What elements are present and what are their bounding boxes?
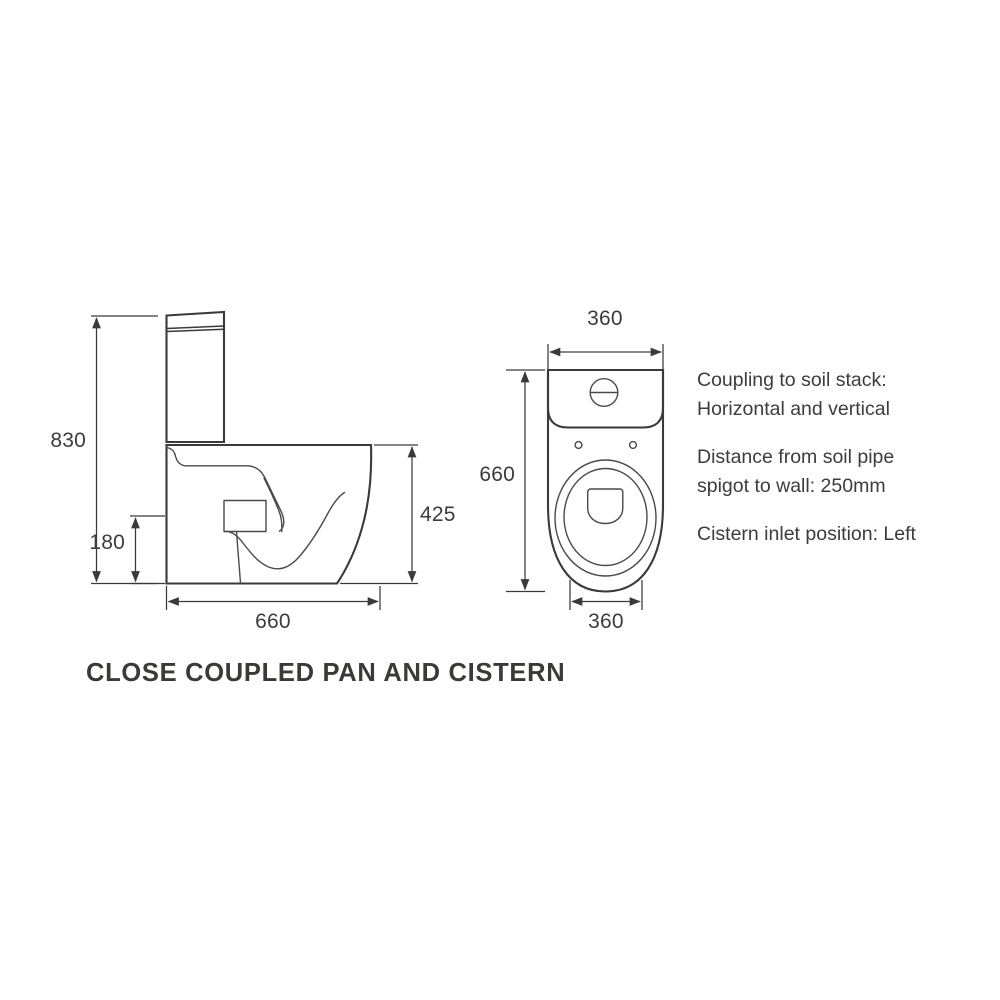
front-pan-outline xyxy=(546,370,665,593)
cistern-body-outline xyxy=(165,310,226,444)
front-elevation-group xyxy=(546,368,665,593)
dim-label-bowl-height: 425 xyxy=(420,503,456,526)
bowl-sump-outline xyxy=(587,488,624,525)
dim-label-overall-height: 830 xyxy=(50,429,86,452)
dim-overall-depth-660: 660 xyxy=(165,586,381,633)
side-elevation-group xyxy=(165,310,373,585)
dim-pan-width-360-bottom: 360 xyxy=(569,580,643,633)
seat-fixing-hole-left-icon xyxy=(574,440,583,450)
dim-overall-height-830: 830 xyxy=(50,315,158,585)
dim-bowl-height-425: 425 xyxy=(340,444,456,585)
dim-label-skirt-height: 180 xyxy=(89,531,125,554)
pan-outlet-spigot-line xyxy=(235,531,242,584)
specification-notes: Coupling to soil stack: Horizontal and v… xyxy=(697,366,982,549)
dim-label-cistern-width: 360 xyxy=(587,307,623,330)
cistern-lid-line xyxy=(166,325,225,330)
drawing-title: CLOSE COUPLED PAN AND CISTERN xyxy=(86,659,566,687)
dim-skirt-height-180: 180 xyxy=(89,515,165,585)
note-coupling-to-soil-stack: Coupling to soil stack: Horizontal and v… xyxy=(697,369,890,420)
bowl-outer-ellipse xyxy=(554,459,657,577)
dim-front-height-660: 660 xyxy=(479,369,545,593)
note-soil-pipe-distance: Distance from soil pipe spigot to wall: … xyxy=(697,446,895,497)
note-cistern-inlet-position: Cistern inlet position: Left xyxy=(697,523,916,545)
pan-trap-profile xyxy=(224,491,346,570)
cistern-lid-line-2 xyxy=(166,328,225,333)
pan-rim-inner-line xyxy=(263,477,283,533)
dim-label-pan-width: 360 xyxy=(588,610,624,633)
dim-label-overall-depth: 660 xyxy=(255,610,291,633)
pan-body-outline xyxy=(165,443,373,585)
dim-label-front-height: 660 xyxy=(479,463,515,486)
pan-seat-profile xyxy=(166,446,285,532)
dim-cistern-width-360-top: 360 xyxy=(547,307,664,372)
seat-fixing-hole-right-icon xyxy=(628,440,638,450)
bowl-inner-ellipse xyxy=(563,467,648,567)
pan-inlet-box xyxy=(223,499,267,533)
